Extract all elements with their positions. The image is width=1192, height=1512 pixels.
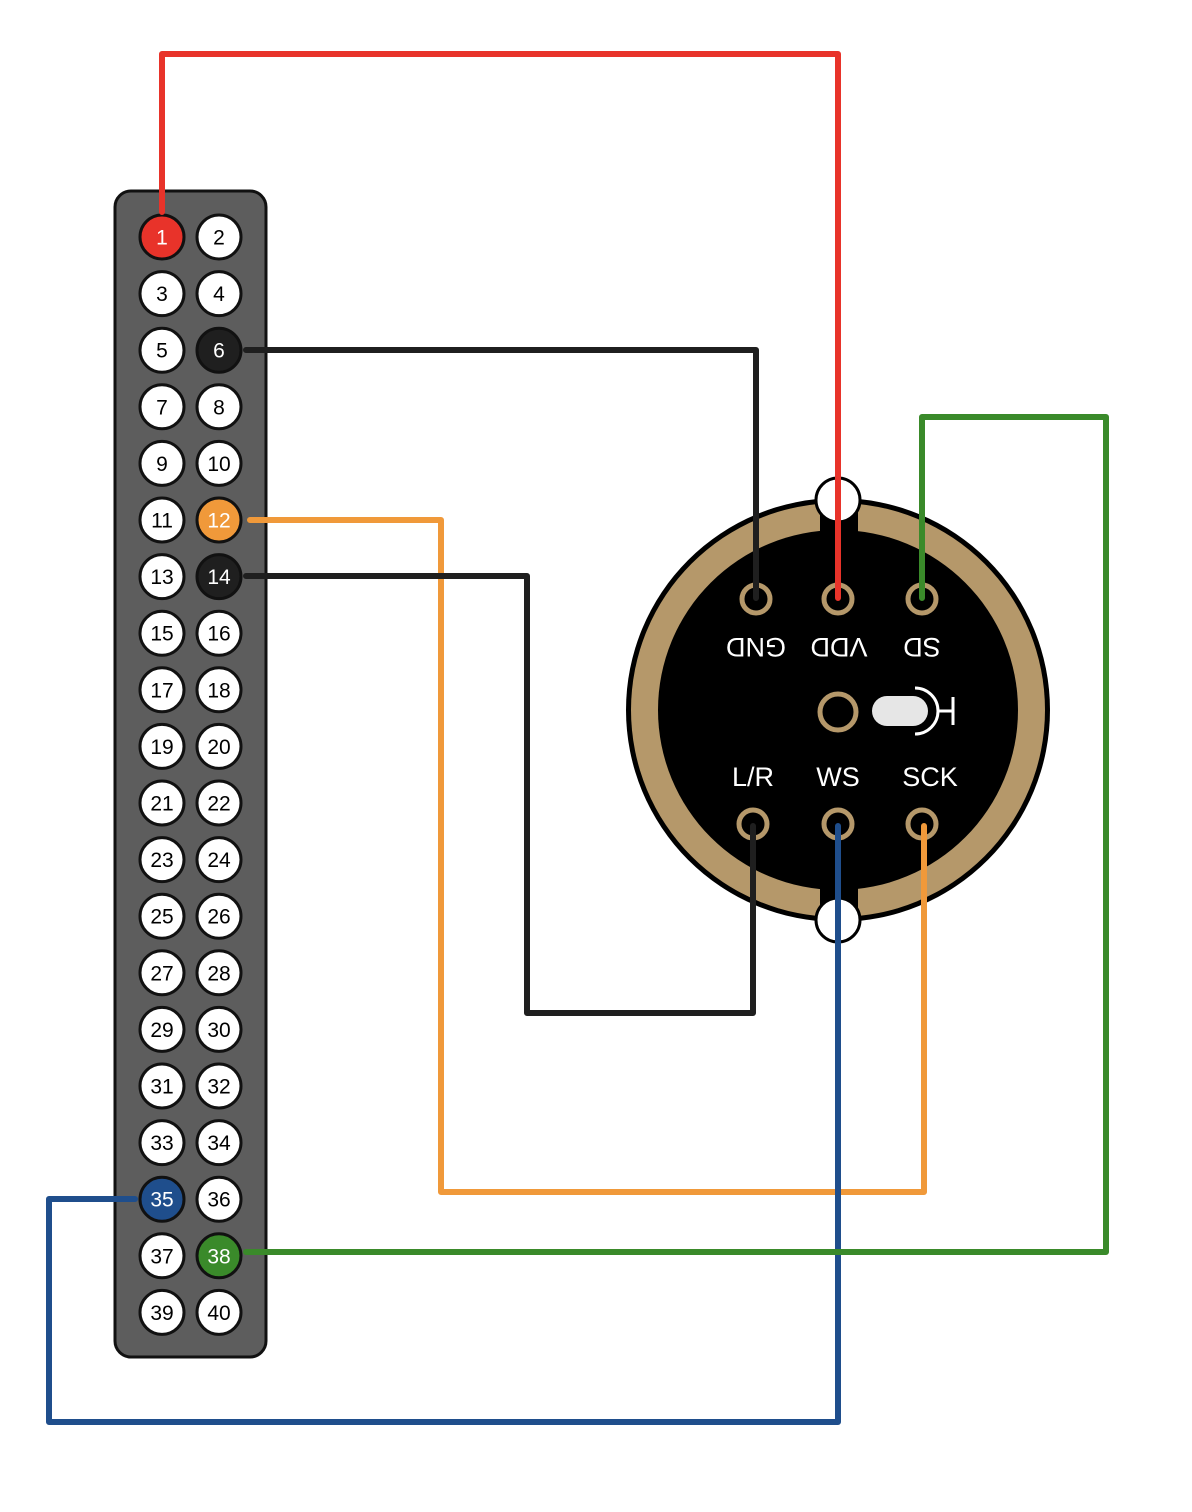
pin-32 [195, 1062, 243, 1110]
pin-label-21: 21 [150, 793, 173, 816]
i2s-microphone-board: GND VDD SD L/R WS SCK [626, 476, 1050, 944]
pin-36 [195, 1175, 243, 1223]
pin-label-5: 5 [156, 340, 168, 363]
pin-label-2: 2 [213, 227, 225, 250]
wires [46, 51, 1109, 1425]
pin-label-1: 1 [156, 227, 168, 250]
pin-label-11: 11 [151, 510, 173, 533]
pin-37 [138, 1232, 186, 1280]
pin-label-32: 32 [207, 1076, 230, 1099]
wire-sd [243, 414, 1109, 1255]
pin-9 [138, 439, 186, 487]
pin-label-24: 24 [207, 849, 231, 872]
pin-label-18: 18 [207, 679, 230, 702]
pin-label-38: 38 [207, 1245, 230, 1268]
pin-label-17: 17 [150, 679, 173, 702]
pin-10 [195, 439, 243, 487]
wire-lr [243, 573, 756, 1016]
pin-23 [138, 836, 186, 884]
pin-22 [195, 779, 243, 827]
pin-label-10: 10 [207, 453, 230, 476]
pin-24 [195, 836, 243, 884]
wire-ground-gnd [243, 347, 759, 601]
pin-label-23: 23 [150, 849, 173, 872]
pin-39 [138, 1288, 186, 1336]
wire-sck [247, 517, 927, 1195]
pin-label-26: 26 [207, 906, 230, 929]
pin-38 [195, 1232, 243, 1280]
pin-19 [138, 722, 186, 770]
pin-label-14: 14 [207, 566, 231, 589]
label-lr: L/R [732, 762, 774, 792]
pin-13 [138, 553, 186, 601]
pin-label-8: 8 [213, 396, 225, 419]
pin-label-19: 19 [150, 736, 173, 759]
wire-ws [46, 823, 841, 1425]
pin-25 [138, 892, 186, 940]
label-sd: SD [903, 632, 941, 662]
pin-12 [195, 496, 243, 544]
pin-18 [195, 666, 243, 714]
pin-6 [195, 326, 243, 374]
pin-label-16: 16 [207, 623, 230, 646]
pin-29 [138, 1005, 186, 1053]
pin-26 [195, 892, 243, 940]
pin-21 [138, 779, 186, 827]
pin-label-30: 30 [207, 1019, 230, 1042]
pin-3 [138, 270, 186, 318]
pin-label-28: 28 [207, 962, 230, 985]
pin-16 [195, 609, 243, 657]
mic-board-face [658, 530, 1018, 890]
pin-label-3: 3 [156, 283, 168, 306]
pin-label-20: 20 [207, 736, 230, 759]
pin-label-12: 12 [207, 510, 230, 533]
label-gnd: GND [726, 632, 786, 662]
pin-label-7: 7 [156, 396, 168, 419]
pin-label-29: 29 [150, 1019, 173, 1042]
pin-15 [138, 609, 186, 657]
pin-35 [138, 1175, 186, 1223]
pin-2 [195, 213, 243, 261]
pin-label-31: 31 [150, 1076, 173, 1099]
label-vdd: VDD [810, 632, 867, 662]
pin-31 [138, 1062, 186, 1110]
pin-label-13: 13 [150, 566, 173, 589]
pin-4 [195, 270, 243, 318]
label-sck: SCK [902, 762, 958, 792]
microphone-icon [872, 686, 955, 736]
pin-14 [195, 553, 243, 601]
pin-label-33: 33 [150, 1132, 173, 1155]
pin-40 [195, 1288, 243, 1336]
pin-label-35: 35 [150, 1189, 173, 1212]
pin-33 [138, 1119, 186, 1167]
pin-17 [138, 666, 186, 714]
pin-label-37: 37 [150, 1245, 173, 1268]
pin-label-4: 4 [213, 283, 225, 306]
pin-label-15: 15 [150, 623, 173, 646]
wire-power [159, 51, 841, 601]
pin-label-25: 25 [150, 906, 173, 929]
pin-label-40: 40 [207, 1302, 230, 1325]
pin-label-39: 39 [150, 1302, 173, 1325]
pin-30 [195, 1005, 243, 1053]
gpio-header [113, 189, 268, 1359]
mic-center-hole [817, 691, 859, 733]
pin-20 [195, 722, 243, 770]
pin-27 [138, 949, 186, 997]
pin-label-27: 27 [150, 962, 173, 985]
pin-34 [195, 1119, 243, 1167]
pin-label-34: 34 [207, 1132, 231, 1155]
pin-label-22: 22 [207, 793, 230, 816]
pin-label-6: 6 [213, 340, 225, 363]
pin-label-36: 36 [207, 1189, 230, 1212]
pin-11 [138, 496, 186, 544]
pin-8 [195, 383, 243, 431]
label-ws: WS [816, 762, 860, 792]
pin-5 [138, 326, 186, 374]
pin-label-9: 9 [156, 453, 168, 476]
pin-7 [138, 383, 186, 431]
pin-28 [195, 949, 243, 997]
